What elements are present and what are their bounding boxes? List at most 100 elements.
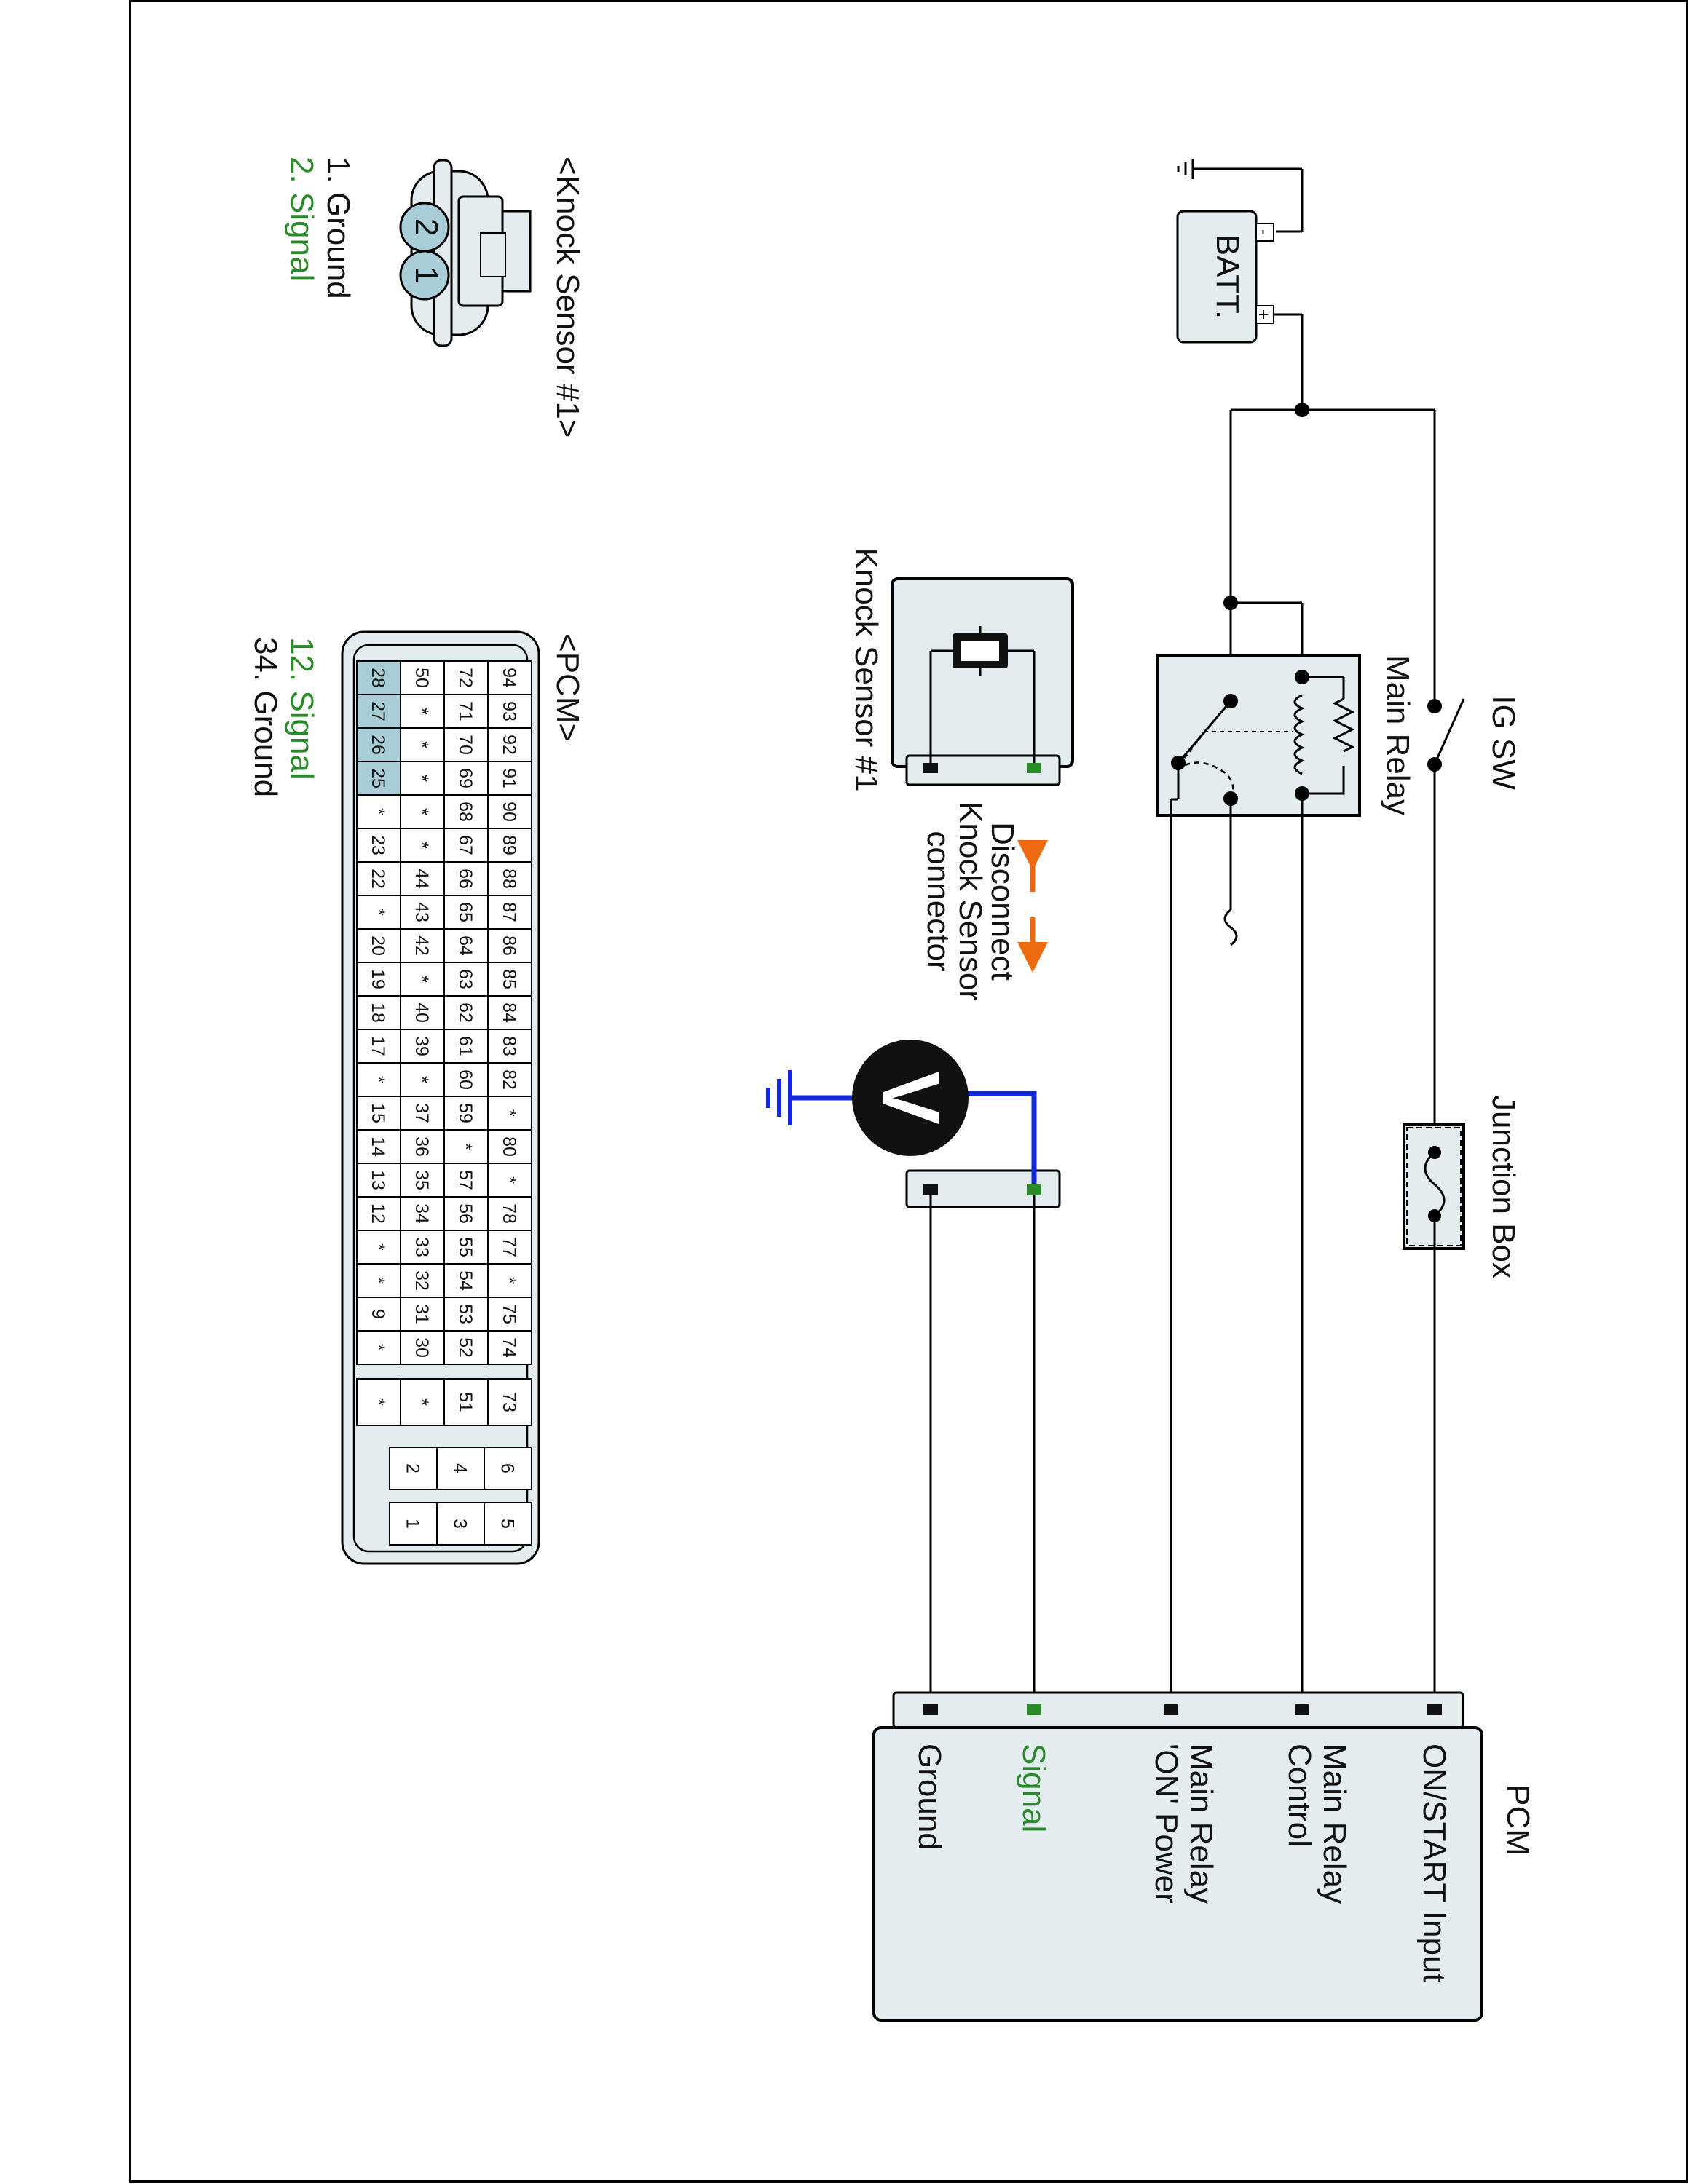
pcm-pin-r2-c7-cell: [443, 861, 489, 896]
pcm-pin-r3-c20: 31: [411, 1304, 432, 1324]
pcm-pin-r3-c2: *: [411, 708, 432, 715]
battery-ground-icon: [1177, 159, 1302, 179]
pcm-pin-r1-c7-cell: [487, 861, 532, 896]
pcm-pin-r2-c2: 71: [455, 701, 476, 721]
main-relay-label: Main Relay: [1380, 655, 1416, 815]
pcm-connector: <PCM> 94939291908988878685848382*80*7877…: [248, 630, 585, 1565]
pcm-pin-r3-c4: *: [411, 775, 432, 782]
pcm-pin-r4-c6-cell: [356, 828, 401, 863]
pcm-power-pin-b3: 1: [403, 1519, 423, 1529]
pcm-pin-r3-c8: 43: [411, 902, 432, 922]
pcm-side-pin-3: *: [411, 1398, 432, 1406]
battery-minus-label: -: [1254, 229, 1274, 235]
pcm-pin-r2-c11-cell: [443, 995, 489, 1030]
pcm-power-pin-a3: 2: [403, 1463, 423, 1473]
pcm-pin-r4-c21: *: [368, 1344, 388, 1351]
pcm-pin-r4-c16-cell: [356, 1163, 401, 1198]
pcm-pin-r4-c16: 13: [368, 1170, 388, 1190]
pcm-legend-signal: 12. Signal: [284, 637, 320, 780]
pcm-pin-r2-c7: 66: [455, 869, 476, 889]
pcm-power-pin-b2-cell: [436, 1502, 485, 1546]
pcm-side-pin-1: 73: [499, 1392, 519, 1412]
pcm-pin-r3-c10: *: [411, 976, 432, 983]
knock-connector-title: <Knock Sensor #1>: [550, 157, 585, 438]
pcm-pin-r4-c18: *: [368, 1243, 388, 1251]
battery: [1176, 210, 1258, 344]
pcm-pin-r3-c19: 32: [411, 1270, 432, 1291]
pcm-pin-r3-c1: 50: [411, 668, 432, 688]
pcm-pin-r4-c20: 9: [368, 1309, 388, 1319]
pcm-terminal-main-relay-control-1: Main Relay: [1317, 1744, 1352, 1904]
pcm-pin-r2-c1-cell: [443, 660, 489, 695]
pcm-pin-r2-c14: 59: [455, 1103, 476, 1123]
pcm-pin-r1-c8: 87: [499, 902, 519, 922]
pcm-pin-r4-c8: *: [368, 909, 388, 916]
pcm-pin-r3-c15: 36: [411, 1136, 432, 1157]
pcm-pin-r1-c2-cell: [487, 694, 532, 729]
pcm-pin-r1-c6-cell: [487, 828, 532, 863]
pcm-pin-r3-c12: 39: [411, 1036, 432, 1056]
pcm-pin-r4-c19: *: [368, 1277, 388, 1284]
junction-box: Junction Box: [1403, 1095, 1521, 1278]
main-relay: Main Relay: [1156, 596, 1416, 817]
pcm-pin-r3-c7-cell: [400, 861, 445, 896]
pcm-legend-ground: 34. Ground: [248, 637, 283, 797]
pcm-power-pin-a3-cell: [389, 1447, 438, 1490]
pcm-side-pin-2: 51: [455, 1392, 476, 1412]
knock-sensor-label: Knock Sensor #1: [848, 547, 884, 791]
pcm-pin-r1-c15: 80: [499, 1136, 519, 1157]
pcm-pin-r3-c3-cell: [400, 727, 445, 762]
pcm-pin-r4-c12-cell: [356, 1029, 401, 1064]
pcm-pin-r1-c21-cell: [487, 1330, 532, 1365]
pcm-pin-r3-c12-cell: [400, 1029, 445, 1064]
pcm-pin-r4-c3-cell: [356, 727, 401, 762]
pcm-pin-r4-c11-cell: [356, 995, 401, 1030]
pcm-pin-r3-c20-cell: [400, 1297, 445, 1332]
pcm-pin-r2-c14-cell: [443, 1096, 489, 1131]
pcm-pin-grid: 94939291908988878685848382*80*7877*75747…: [356, 660, 532, 1546]
pcm-pin-r4-c7-cell: [356, 861, 401, 896]
pcm-power-pin-a1: 6: [497, 1463, 518, 1473]
pcm-pin-r3-c3: *: [411, 741, 432, 748]
pcm-pin-r2-c20-cell: [443, 1297, 489, 1332]
pcm-pin-r1-c10: 85: [499, 969, 519, 989]
pcm-pin-r4-c2-cell: [356, 694, 401, 729]
pcm-pin-r4-c5: *: [368, 808, 388, 815]
pcm-side-pin-4-cell: [356, 1378, 401, 1426]
pcm-pin-r4-c15: 14: [368, 1136, 388, 1157]
pcm-block: PCM ON/START Input Main Relay Control Ma…: [872, 1691, 1536, 2022]
pcm-connector-title: <PCM>: [550, 633, 585, 742]
pcm-pin-r4-c6: 23: [368, 835, 388, 855]
pcm-power-pin-a1-cell: [484, 1447, 532, 1490]
voltmeter: V: [766, 1040, 1037, 1184]
pcm-pin-r4-c11: 18: [368, 1002, 388, 1023]
knock-sensor: Knock Sensor #1: [848, 547, 1074, 792]
pcm-pin-r4-c14-cell: [356, 1096, 401, 1131]
pcm-title: PCM: [1500, 1784, 1536, 1856]
pcm-pin-r2-c10: 63: [455, 969, 476, 989]
pcm-power-pin-a2: 4: [450, 1463, 470, 1473]
pcm-pin-r4-c2: 27: [368, 701, 388, 721]
pcm-pin-r1-c14: *: [499, 1109, 519, 1117]
pcm-pin-r2-c18: 55: [455, 1237, 476, 1257]
pcm-terminal-on-start: ON/START Input: [1416, 1744, 1452, 1982]
knock-connector-pin-1: 1: [409, 266, 444, 284]
pcm-pin-r1-c12: 83: [499, 1036, 519, 1056]
pcm-pin-r2-c8: 65: [455, 902, 476, 922]
pcm-pin-r1-c4: 91: [499, 768, 519, 788]
pcm-pin-r2-c1: 72: [455, 668, 476, 688]
pcm-pin-r3-c7: 44: [411, 869, 432, 889]
pcm-pin-r1-c18: 77: [499, 1237, 519, 1257]
pcm-pin-r2-c4: 69: [455, 768, 476, 788]
junction-box-label: Junction Box: [1486, 1095, 1521, 1278]
pcm-pin-r3-c21: 30: [411, 1337, 432, 1358]
ig-switch: IG SW: [1427, 695, 1521, 790]
page-frame: [129, 0, 1688, 2183]
pcm-pin-r4-c3: 26: [368, 735, 388, 755]
pcm-pin-r2-c13-cell: [443, 1062, 489, 1097]
disconnect-arrows: Disconnect Knock Sensor connector: [920, 802, 1048, 1001]
pcm-pin-r4-c9-cell: [356, 928, 401, 963]
pcm-pin-r2-c10-cell: [443, 962, 489, 997]
pcm-pin-r2-c15: *: [455, 1143, 476, 1150]
pcm-pin-r2-c21: 52: [455, 1337, 476, 1358]
